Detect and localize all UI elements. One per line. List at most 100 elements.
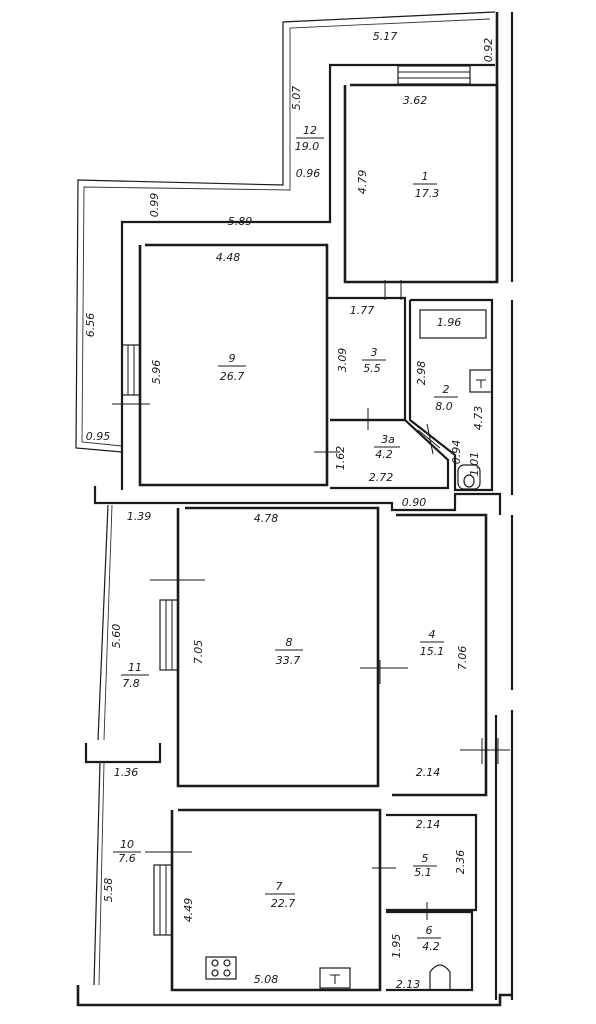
toilet-room-6 [429,964,451,990]
dim-label: 7.05 [192,640,205,665]
room-11-label: 11 7.8 [121,661,149,690]
room-8-id: 8 [286,636,293,649]
dim-label: 1.62 [334,446,347,471]
dim-label: 0.95 [86,430,111,443]
room-6-id: 6 [426,924,433,937]
dim-label: 0.96 [296,167,321,180]
room-3-id: 3 [371,346,378,359]
balcony-12-inner-outline [81,18,491,447]
dim-label: 1.77 [350,304,375,317]
balcony-11-outline [97,504,109,741]
room-11-area: 7.8 [122,677,140,690]
dim-label: 1.01 [468,452,481,477]
room-1-area: 17.3 [415,187,440,200]
room-9-area: 26.7 [220,370,245,383]
dim-label: 1.39 [127,510,152,523]
dim-label: 5.58 [102,878,115,903]
room-9-label: 9 26.7 [218,352,246,383]
room-12-id: 12 [303,124,317,137]
dim-label: 5.89 [228,215,253,228]
dim-label: 0.94 [450,440,463,465]
room-2-area: 8.0 [435,400,453,413]
room-4-id: 4 [429,628,436,641]
room-11-id: 11 [128,661,142,674]
room-5-id: 5 [422,852,429,865]
bathtub-room-2 [419,309,487,339]
window-room-8 [159,599,179,671]
dim-label: 2.72 [369,471,394,484]
dim-label: 5.17 [373,30,398,43]
room-8-area: 33.7 [276,654,301,667]
dim-label: 1.36 [114,766,139,779]
outer-wall-bottom [76,985,512,1007]
dim-label: 7.06 [456,646,469,671]
dim-label: 2.98 [415,361,428,386]
dimension-labels: 5.17 0.92 5.07 3.62 0.96 4.79 0.99 5.89 … [84,30,495,991]
dim-label: 3.09 [336,348,349,373]
dim-label: 0.99 [148,193,161,218]
room-5-walls [386,813,478,912]
room-9-id: 9 [229,352,236,365]
dim-label: 4.48 [216,251,241,264]
dim-label: 2.14 [416,818,441,831]
dim-label: 4.73 [472,406,485,431]
room-2-walls [408,298,494,492]
room-1-label: 1 17.3 [413,170,439,200]
dim-label: 4.78 [254,512,279,525]
room-3-label: 3 5.5 [362,346,386,375]
dim-label: 1.96 [437,316,462,329]
balcony-12-outline [75,11,496,453]
stove-icon [205,956,237,980]
room-4-area: 15.1 [420,645,445,658]
room-6-label: 6 4.2 [417,924,441,953]
room-8-walls [176,506,380,788]
room-3a-id: 3a [381,433,395,446]
dim-label: 6.56 [84,313,97,338]
fixture-room-2 [469,369,493,393]
walls [75,11,514,1007]
room-4-walls [392,513,488,797]
room-2-id: 2 [443,383,450,396]
dim-label: 2.14 [416,766,441,779]
balcony-12-parapet [120,63,495,490]
room-9-walls [138,243,329,487]
room-6-walls [386,910,474,992]
room-2-label: 2 8.0 [434,383,458,413]
dim-label: 5.96 [150,360,163,385]
dim-label: 5.07 [290,86,303,111]
room-10-area: 7.6 [118,852,136,865]
room-3a-label: 3a 4.2 [374,433,400,461]
room-7-label: 7 22.7 [265,880,295,910]
room-5-area: 5.1 [414,866,432,879]
sink-icon [319,967,351,989]
room-1-id: 1 [422,170,429,183]
dim-label: 2.13 [396,978,421,991]
room-12-label: 12 19.0 [295,124,324,153]
balcony-11-inner [103,504,113,741]
room-3-area: 5.5 [363,362,381,375]
window-room-1 [397,65,471,85]
room-3a-walls [330,418,450,490]
room-10-id: 10 [120,838,134,851]
room-6-area: 4.2 [422,940,440,953]
window-room-7 [153,864,173,936]
balcony-10-outline [93,761,101,986]
dim-label: 3.62 [403,94,428,107]
room-4-label: 4 15.1 [420,628,445,658]
dim-label: 5.08 [254,973,279,986]
room-5-label: 5 5.1 [413,852,437,879]
room-10-label: 10 7.6 [113,838,141,865]
room-7-id: 7 [276,880,283,893]
dim-label: 0.90 [402,496,427,509]
room-12-area: 19.0 [295,140,320,153]
corridor-walls [93,486,502,515]
dim-label: 1.95 [390,934,403,959]
balcony-10-inner [98,761,105,986]
dim-label: 5.60 [110,624,123,649]
balcony-11-bottom [84,743,162,764]
toilet-room-2 [457,464,481,490]
room-labels: 1 17.3 2 8.0 3 5.5 3a 4.2 4 15.1 5 5.1 [113,124,458,953]
dim-label: 0.92 [482,38,495,63]
dim-label: 4.49 [182,898,195,923]
